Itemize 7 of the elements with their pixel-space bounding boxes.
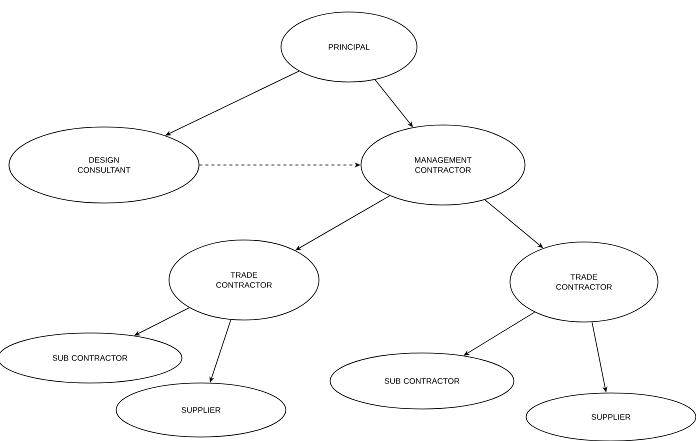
ellipse-node: SUPPLIER bbox=[116, 382, 286, 438]
ellipse-node: MANAGEMENT CONTRACTOR bbox=[360, 124, 526, 206]
ellipse-node: SUB CONTRACTOR bbox=[330, 352, 514, 410]
ellipse-node: TRADE CONTRACTOR bbox=[510, 242, 658, 322]
ellipse-node: PRINCIPAL bbox=[280, 12, 418, 82]
ellipse-node: TRADE CONTRACTOR bbox=[168, 240, 320, 320]
ellipse-node: DESIGN CONSULTANT bbox=[8, 126, 200, 204]
